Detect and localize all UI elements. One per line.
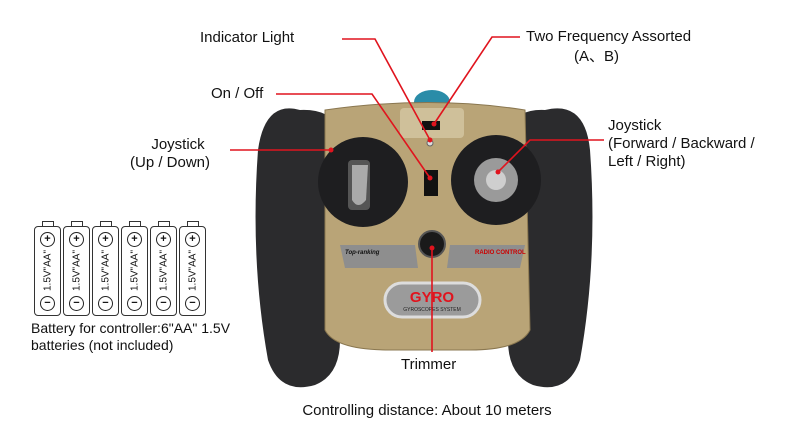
left-tag: Top-ranking [345,250,380,256]
battery: +1.5V"AA" − [34,221,61,316]
plus-icon: + [127,232,142,247]
plus-icon: + [156,232,171,247]
label-indicator-light: Indicator Light [200,29,295,46]
battery: +1.5V"AA" − [179,221,206,316]
label-two-frequency-sub: (A、B) [574,48,620,65]
footer-distance: Controlling distance: About 10 meters [302,402,552,419]
minus-icon: − [185,296,200,311]
left-joystick-stick [352,165,368,205]
pointer-indicator-light [342,38,431,141]
pointer-joystick-right [497,139,604,173]
pointer-on-off [276,93,431,179]
battery-label: 1.5V"AA" [158,250,170,292]
minus-icon: − [156,296,171,311]
label-two-frequency: Two Frequency Assorted [526,28,692,45]
battery-label: 1.5V"AA" [42,250,54,292]
plus-icon: + [69,232,84,247]
battery: +1.5V"AA" − [121,221,148,316]
pointer-two-frequency [433,36,520,125]
battery-label: 1.5V"AA" [71,250,83,292]
right-tag: RADIO CONTROL [475,250,526,256]
battery-label: 1.5V"AA" [100,250,112,292]
battery: +1.5V"AA" − [150,221,177,316]
label-on-off: On / Off [211,85,264,102]
label-joystick-right: Joystick(Forward / Backward /Left / Righ… [608,117,755,170]
minus-icon: − [127,296,142,311]
label-joystick-left: Joystick(Up / Down) [130,136,211,171]
minus-icon: − [69,296,84,311]
plus-icon: + [98,232,113,247]
plus-icon: + [40,232,55,247]
battery-label: 1.5V"AA" [129,250,141,292]
battery: +1.5V"AA" − [63,221,90,316]
power-switch [424,170,438,196]
label-trimmer: Trimmer [401,356,457,373]
battery: +1.5V"AA" − [92,221,119,316]
battery-label: 1.5V"AA" [187,250,199,292]
minus-icon: − [98,296,113,311]
frequency-switch [422,121,440,130]
plus-icon: + [185,232,200,247]
minus-icon: − [40,296,55,311]
